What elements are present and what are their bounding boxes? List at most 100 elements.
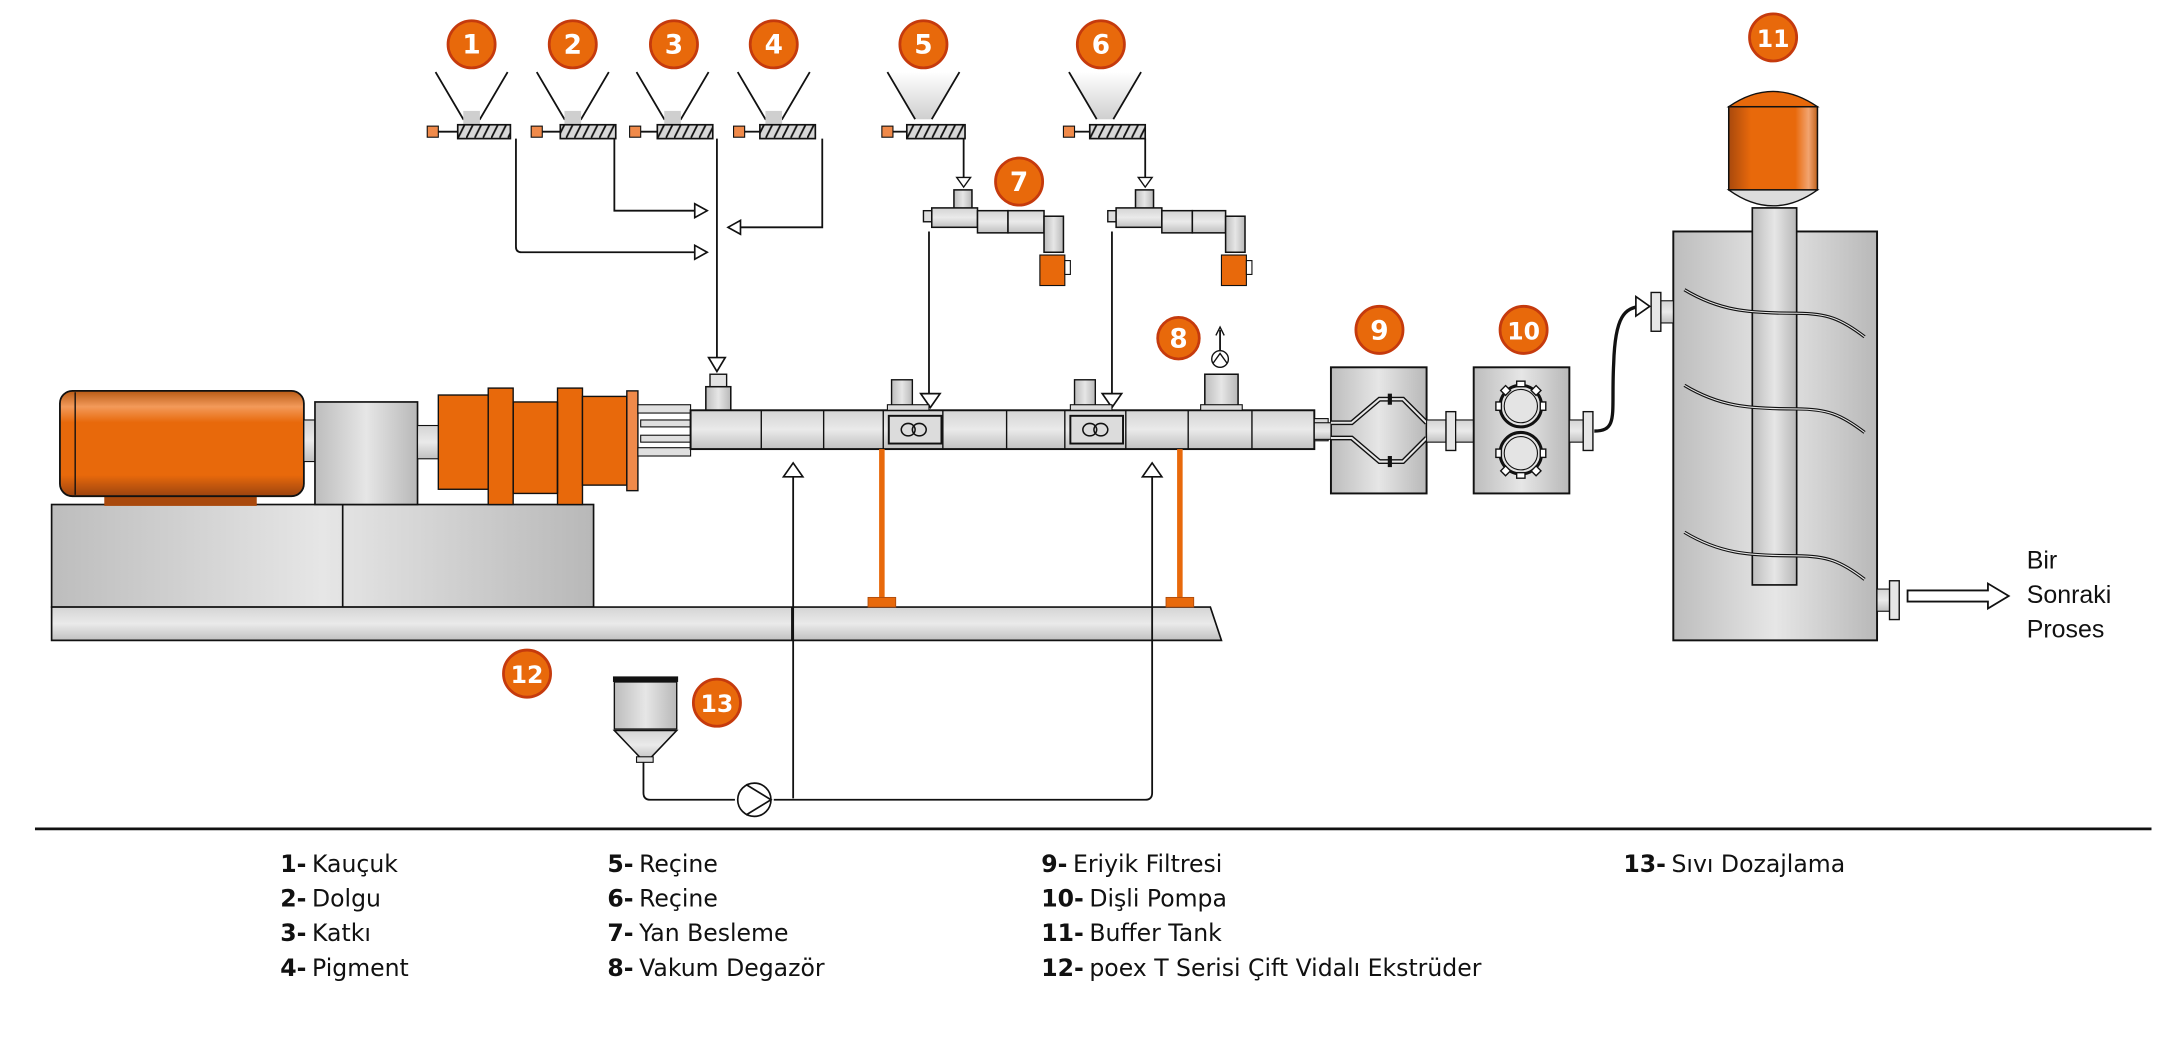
svg-text:7: 7 [1010, 168, 1028, 198]
agitator-motor-icon [1727, 105, 1819, 191]
legend-item: 5-Reçine [607, 850, 717, 878]
injection-arrow-1-icon [781, 461, 805, 478]
feeder-1-screw-icon [456, 123, 512, 140]
agitator-shaft [1751, 207, 1798, 586]
feeder-2 [530, 71, 617, 140]
feeder-3-motor-icon [629, 125, 642, 138]
hose [1594, 304, 1642, 433]
feed-throat [705, 385, 732, 412]
legend-item: 13-Sıvı Dozajlama [1623, 850, 1845, 878]
svg-text:4: 4 [765, 31, 783, 61]
svg-text:3: 3 [665, 31, 683, 61]
badge-1: 1 [446, 19, 497, 70]
legend-item: 11-Buffer Tank [1041, 919, 1222, 947]
feeder-5-screw-icon [905, 123, 966, 140]
badge-11: 11 [1748, 12, 1799, 63]
legend-item: 9-Eriyik Filtresi [1041, 850, 1222, 878]
feeder-2-screw-icon [559, 123, 617, 140]
legend-column-1: 1-Kauçuk 2-Dolgu 3-Katkı 4-Pigment [280, 850, 408, 982]
injection-arrow-2-icon [1140, 461, 1164, 478]
svg-text:2: 2 [564, 31, 582, 61]
gear-pump [1472, 295, 1652, 495]
badge-9: 9 [1354, 304, 1405, 355]
legend-item: 6-Reçine [607, 884, 717, 912]
feed-lines [515, 138, 824, 374]
badge-7: 7 [994, 156, 1045, 207]
feeder-4-screw-icon [759, 123, 817, 140]
feeder-group-main [426, 71, 824, 374]
gear-bottom-icon [1495, 430, 1547, 479]
motor-foot [104, 494, 257, 506]
legend-item: 4-Pigment [280, 954, 408, 982]
legend-item: 3-Katkı [280, 919, 371, 947]
agitator-blades [1683, 288, 1866, 581]
liquid-dosing [612, 676, 773, 818]
svg-text:10: 10 [1507, 317, 1540, 345]
output-label-line-2: Sonraki [2027, 581, 2112, 609]
legend-item: 7-Yan Besleme [607, 919, 788, 947]
svg-text:13: 13 [701, 690, 734, 718]
vacuum-vent [1204, 373, 1239, 407]
feeder-6-motor-icon [1062, 125, 1076, 138]
svg-text:6: 6 [1092, 31, 1110, 61]
output-arrow-icon [1906, 581, 2011, 611]
badge-8: 8 [1156, 316, 1201, 361]
badge-6: 6 [1075, 19, 1126, 70]
main-feed-arrow-icon [707, 356, 727, 374]
feeder-6 [1062, 71, 1154, 189]
legend-item: 10-Dişli Pompa [1041, 884, 1227, 912]
legend-column-2: 5-Reçine 6-Reçine 7-Yan Besleme 8-Vakum … [607, 850, 824, 982]
legend-item: 12-poex T Serisi Çift Vidalı Ekstrüder [1041, 954, 1481, 982]
feeder-4-motor-icon [733, 125, 746, 138]
badge-4: 4 [748, 19, 799, 70]
legend-item: 1-Kauçuk [280, 850, 398, 878]
barrel [689, 325, 1329, 451]
svg-text:12: 12 [511, 661, 544, 689]
badge-2: 2 [547, 19, 598, 70]
melt-filter [1313, 366, 1475, 495]
feeder-2-motor-icon [530, 125, 543, 138]
badge-5: 5 [898, 19, 949, 70]
legend-column-4: 13-Sıvı Dozajlama [1623, 850, 1845, 878]
badges: 1 2 3 4 5 6 7 8 9 10 11 12 13 [446, 12, 1799, 728]
badge-10: 10 [1498, 304, 1549, 355]
side-feeder-b [1100, 189, 1253, 409]
feeder-3-screw-icon [656, 123, 714, 140]
dosing-pump-icon [736, 782, 772, 818]
output-label-line-3: Proses [2027, 616, 2105, 644]
drive-base [50, 503, 595, 608]
output-label: Bir Sonraki Proses [2027, 546, 2112, 643]
side-feeder-a-motor-icon [1039, 254, 1066, 287]
legend-item: 2-Dolgu [280, 884, 381, 912]
badge-3: 3 [649, 19, 699, 70]
badge-13: 13 [691, 677, 742, 728]
svg-text:5: 5 [914, 31, 932, 61]
feeder-3 [629, 71, 714, 140]
svg-text:11: 11 [1757, 25, 1790, 53]
side-feeder-b-motor-icon [1220, 254, 1247, 287]
badge-12: 12 [502, 648, 552, 699]
svg-text:1: 1 [462, 31, 480, 61]
legend: 1-Kauçuk 2-Dolgu 3-Katkı 4-Pigment 5-Reç… [280, 850, 1845, 982]
gearbox-icon [437, 387, 639, 506]
support-leg-2 [1177, 449, 1183, 599]
gear-top-icon [1495, 380, 1547, 429]
coupling-housing [314, 401, 419, 506]
side-port-2 [1069, 414, 1125, 445]
side-feeder-a [919, 189, 1071, 409]
extruder [50, 325, 1329, 801]
machine-base [50, 606, 1223, 642]
feeder-6-screw-icon [1088, 123, 1147, 140]
support-leg-1 [879, 449, 885, 599]
motor-icon [59, 389, 305, 498]
feeder-5 [881, 71, 972, 189]
feeder-1-motor-icon [426, 125, 439, 138]
feeder-4 [733, 71, 817, 140]
svg-text:8: 8 [1169, 325, 1187, 355]
feeder-1 [426, 71, 512, 140]
output-label-line-1: Bir [2027, 546, 2057, 574]
feeder-5-motor-icon [881, 125, 894, 138]
buffer-tank [1650, 90, 2011, 642]
legend-item: 8-Vakum Degazör [607, 954, 824, 982]
